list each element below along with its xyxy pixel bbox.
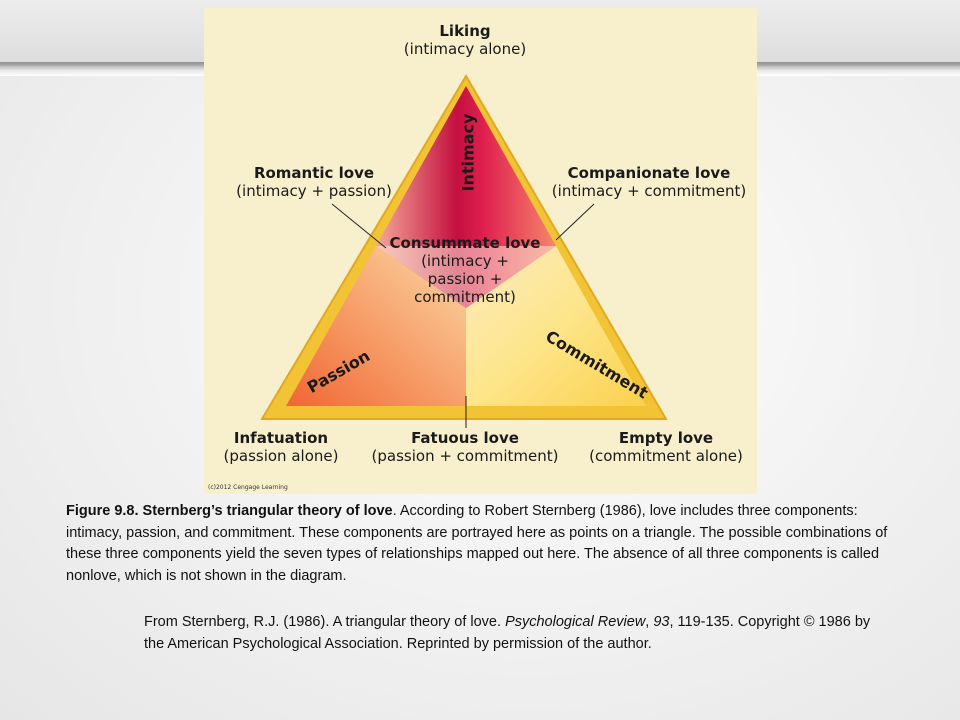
label-infatuation-title: Infatuation — [233, 429, 329, 447]
label-empty-love-title: Empty love — [618, 429, 714, 447]
commitment-region — [466, 246, 646, 406]
label-liking-subtitle: (intimacy alone) — [403, 40, 527, 58]
label-companionate-love-subtitle: (intimacy + commitment) — [551, 182, 747, 200]
consummate-region — [376, 246, 556, 308]
source-volume: 93 — [653, 614, 670, 630]
label-fatuous-love-title: Fatuous love — [411, 429, 519, 447]
passion-region — [286, 246, 466, 406]
label-romantic-love-title: Romantic love — [253, 164, 375, 182]
caption-body: . According to Robert Sternberg (1986), … — [66, 503, 888, 584]
source-sep: , — [645, 614, 654, 630]
label-consummate-love-line1: (intimacy + — [421, 252, 509, 270]
romantic-love-pointer — [331, 203, 387, 249]
copyright-notice: (c)2012 Cengage Learning — [208, 484, 288, 491]
label-consummate-love: Consummate love (intimacy + passion + co… — [385, 234, 545, 306]
label-empty-love: Empty love (commitment alone) — [586, 429, 746, 465]
label-intimacy: Intimacy — [458, 113, 478, 192]
caption-label: Figure 9.8. Sternberg’s triangular theor… — [66, 503, 393, 519]
label-romantic-love: Romantic love (intimacy + passion) — [224, 164, 404, 200]
companionate-love-pointer — [555, 203, 595, 241]
source-citation: From Sternberg, R.J. (1986). A triangula… — [144, 612, 884, 655]
label-fatuous-love: Fatuous love (passion + commitment) — [370, 429, 560, 465]
label-liking-title: Liking — [439, 22, 491, 40]
label-romantic-love-subtitle: (intimacy + passion) — [236, 182, 392, 200]
label-consummate-love-title: Consummate love — [389, 234, 541, 252]
triangle-diagram — [260, 74, 668, 428]
label-consummate-love-line2: passion + — [427, 270, 503, 288]
label-companionate-love-title: Companionate love — [567, 164, 731, 182]
source-journal: Psychological Review — [505, 614, 646, 630]
triangle-figure: Liking (intimacy alone) Romantic love (i… — [204, 8, 757, 494]
label-infatuation: Infatuation (passion alone) — [216, 429, 346, 465]
label-empty-love-subtitle: (commitment alone) — [589, 447, 743, 465]
label-fatuous-love-subtitle: (passion + commitment) — [371, 447, 559, 465]
label-companionate-love: Companionate love (intimacy + commitment… — [549, 164, 749, 200]
label-consummate-love-line3: commitment) — [414, 288, 516, 306]
label-liking: Liking (intimacy alone) — [400, 22, 530, 58]
source-suffix: , 119-135. Copyright © 1986 by the Ameri… — [144, 614, 871, 652]
label-infatuation-subtitle: (passion alone) — [223, 447, 339, 465]
figure-caption: Figure 9.8. Sternberg’s triangular theor… — [66, 501, 896, 587]
source-prefix: From Sternberg, R.J. (1986). A triangula… — [144, 614, 506, 630]
